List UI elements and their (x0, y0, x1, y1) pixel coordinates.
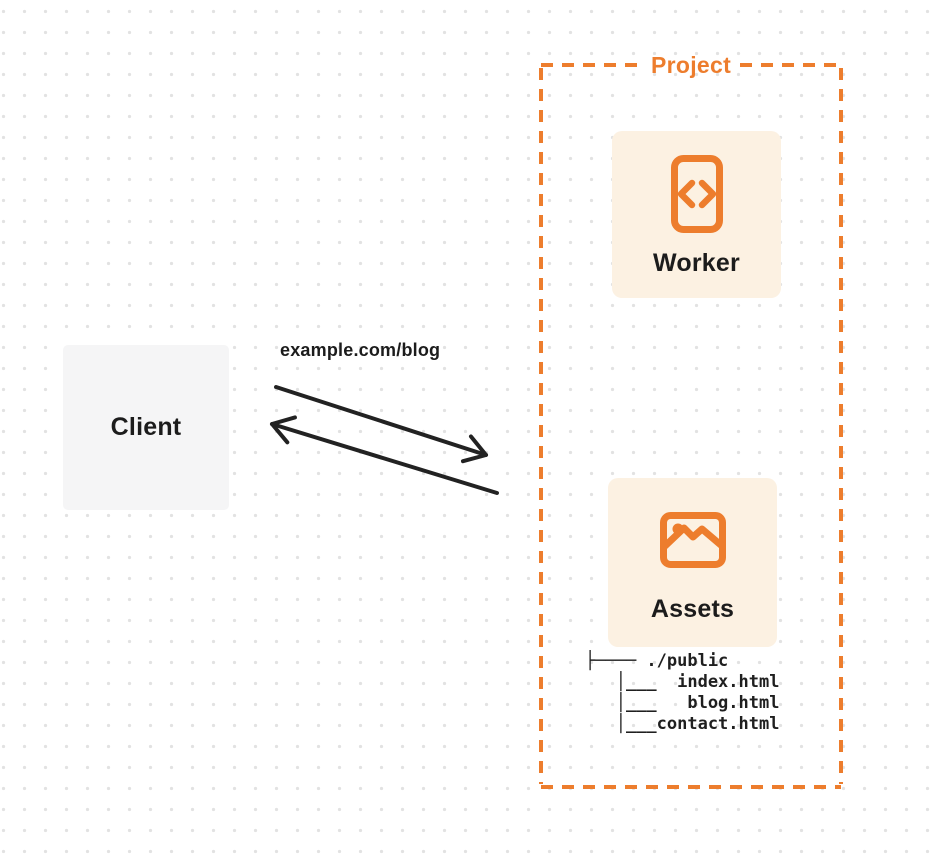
project-top-border: Project (541, 51, 842, 79)
dashed-border-segment (541, 63, 642, 67)
code-icon (670, 155, 723, 233)
project-container: Project Worker Assets ├──── ./public (539, 52, 843, 789)
worker-node: Worker (612, 131, 781, 298)
dashed-border-segment (740, 63, 842, 67)
request-arrow (274, 385, 488, 464)
dashed-border-left (539, 68, 543, 784)
project-title: Project (650, 51, 732, 78)
file-tree: ├──── ./public │___ index.html │___ blog… (585, 651, 780, 734)
dashed-border-bottom (541, 785, 841, 789)
dashed-border-right (839, 68, 843, 784)
client-label: Client (110, 413, 182, 441)
assets-node: Assets (608, 478, 777, 647)
worker-label: Worker (653, 249, 740, 277)
response-arrow (270, 415, 499, 495)
client-node: Client (63, 345, 229, 510)
image-icon (659, 512, 726, 568)
request-url-label: example.com/blog (280, 340, 441, 360)
assets-label: Assets (650, 595, 735, 623)
